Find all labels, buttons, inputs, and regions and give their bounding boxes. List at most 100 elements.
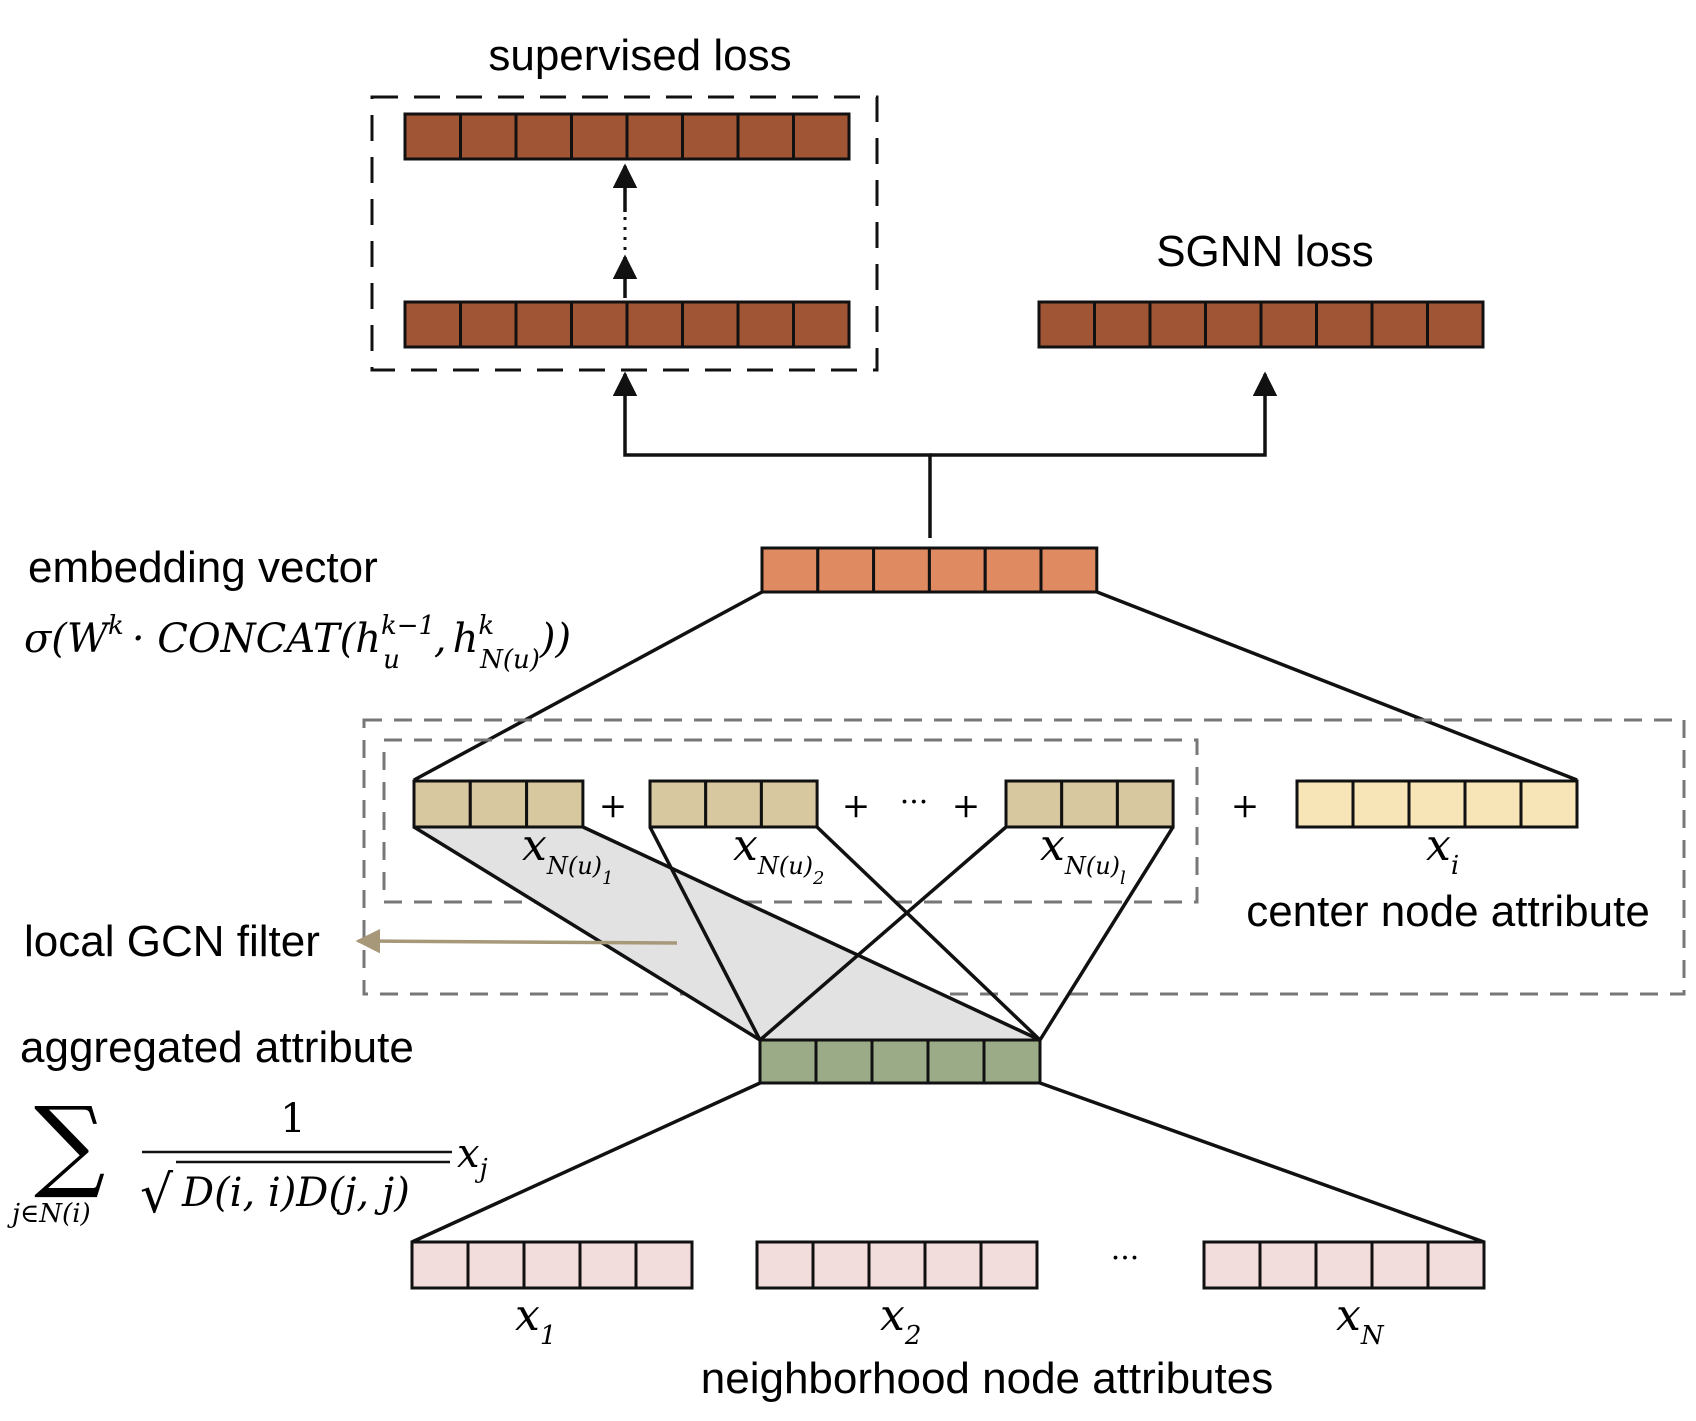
aggregated-attribute-vector: [758, 1038, 1042, 1085]
nu1-vec-cell: [412, 779, 472, 829]
sup-bottom-cell: [736, 300, 795, 349]
x-nu1-label: xN(u)1: [522, 820, 613, 889]
x1-vec-cell: [522, 1240, 582, 1290]
sup-top-cell: [403, 112, 462, 161]
x-nu2-label: xN(u)2: [733, 820, 824, 889]
sup-top-cell: [514, 112, 573, 161]
x1-vec-cell: [578, 1240, 638, 1290]
neighbor-node-vector-2: [755, 1240, 1039, 1290]
concat-outer-dashed-box: [362, 718, 1686, 996]
sgnn-loss-vector: [1037, 300, 1485, 349]
svg-text:j∈N(i): j∈N(i): [7, 1199, 91, 1229]
arrow-to-sgnn: [930, 371, 1278, 457]
neighbor-node-vector-1: [410, 1240, 694, 1290]
plus-sign-1: +: [599, 786, 628, 826]
xN-vec-cell: [1426, 1240, 1486, 1290]
sup-top-cell: [736, 112, 795, 161]
x-n-label: xN: [1336, 1290, 1385, 1351]
local-gcn-filter-region: [414, 827, 1040, 1040]
x1-vec-cell: [410, 1240, 470, 1290]
svg-text:D(i, i)D(j, j): D(i, i)D(j, j): [181, 1170, 410, 1216]
edge-nu1-right: [582, 825, 1041, 1042]
sup-bottom-cell: [625, 300, 684, 349]
arrow-to-supervised: [612, 371, 932, 538]
xi-vec-cell: [1407, 779, 1467, 829]
aggregated-attribute-label: aggregated attribute: [20, 1023, 414, 1072]
sup-top-cell: [459, 112, 518, 161]
supervised-top-vector: [403, 112, 851, 161]
neighbor-sum-dashed-box: [382, 738, 1199, 904]
neighbor-aggregate-vector-2: [648, 779, 819, 829]
edge-embedding-left: [413, 590, 763, 782]
edge-nul-left: [758, 825, 1008, 1042]
x-i-label: xi: [1426, 820, 1459, 881]
nu2-vec-cell: [648, 779, 708, 829]
sup-top-cell: [792, 112, 851, 161]
xN-vec-cell: [1202, 1240, 1262, 1290]
svg-text:σ(Wk· CONCAT(hk−1u,hkN(u))): σ(Wk· CONCAT(hk−1u,hkN(u))): [24, 611, 571, 675]
sgnn-vec-cell: [1315, 300, 1374, 349]
svg-text:∑: ∑: [34, 1085, 105, 1202]
sgnn-vec-cell: [1093, 300, 1152, 349]
nu1-vec-cell: [468, 779, 529, 829]
emb-vec-cell: [983, 546, 1043, 594]
svg-text:√: √: [140, 1165, 174, 1225]
plus-sign-3: +: [952, 786, 981, 826]
x2-vec-cell: [755, 1240, 815, 1290]
sup-top-cell: [570, 112, 629, 161]
xN-vec-cell: [1370, 1240, 1430, 1290]
edge-agg-right: [1039, 1081, 1485, 1244]
emb-vec-cell: [816, 546, 876, 594]
xi-vec-cell: [1295, 779, 1355, 829]
ellipsis-neighbors: ···: [1111, 1241, 1140, 1276]
plus-sign-4: +: [1231, 786, 1260, 826]
embedding-vector: [760, 546, 1099, 594]
sgnn-vec-cell: [1204, 300, 1263, 349]
agg-vec-cell: [870, 1038, 930, 1085]
sgnn-vec-cell: [1370, 300, 1429, 349]
local-gcn-filter-label: local GCN filter: [24, 917, 320, 966]
xi-vec-cell: [1463, 779, 1523, 829]
neighbor-aggregate-vector-1: [412, 779, 585, 829]
agg-vec-cell: [758, 1038, 818, 1085]
agg-vec-cell: [926, 1038, 986, 1085]
neighbor-aggregate-vector-l: [1004, 779, 1175, 829]
svg-text:xj: xj: [457, 1131, 488, 1184]
nul-vec-cell: [1004, 779, 1064, 829]
neighbor-node-vector-n: [1202, 1240, 1486, 1290]
supervised-loss-dashed-box: [370, 95, 879, 372]
center-node-attribute-label: center node attribute: [1246, 887, 1650, 936]
sup-top-cell: [625, 112, 684, 161]
emb-vec-cell: [872, 546, 931, 594]
plus-sign-2: +: [842, 786, 871, 826]
agg-vec-cell: [982, 1038, 1042, 1085]
sgnn-vec-cell: [1037, 300, 1096, 349]
agg-vec-cell: [814, 1038, 874, 1085]
x2-vec-cell: [867, 1240, 927, 1290]
sgnn-vec-cell: [1426, 300, 1485, 349]
supervised-bottom-vector: [403, 300, 851, 349]
ellipsis-concat: ···: [900, 785, 929, 820]
sup-bottom-cell: [459, 300, 518, 349]
edge-nul-right: [1038, 826, 1175, 1041]
sup-bottom-cell: [403, 300, 462, 349]
svg-text:1: 1: [280, 1096, 305, 1142]
sup-top-cell: [681, 112, 740, 161]
xN-vec-cell: [1258, 1240, 1318, 1290]
embedding-vector-label: embedding vector: [28, 543, 378, 592]
x1-vec-cell: [634, 1240, 694, 1290]
sgnn-vec-cell: [1259, 300, 1318, 349]
nu2-vec-cell: [759, 779, 819, 829]
emb-vec-cell: [927, 546, 987, 594]
xi-vec-cell: [1519, 779, 1579, 829]
sup-bottom-cell: [514, 300, 573, 349]
xN-vec-cell: [1314, 1240, 1374, 1290]
sgnn-vec-cell: [1148, 300, 1207, 349]
nul-vec-cell: [1060, 779, 1119, 829]
x2-vec-cell: [923, 1240, 983, 1290]
center-node-vector: [1295, 779, 1579, 829]
x2-vec-cell: [979, 1240, 1039, 1290]
edge-nu1-left: [413, 825, 761, 1042]
sgnn-loss-label: SGNN loss: [1156, 227, 1374, 276]
x-2-label: x2: [880, 1290, 921, 1351]
